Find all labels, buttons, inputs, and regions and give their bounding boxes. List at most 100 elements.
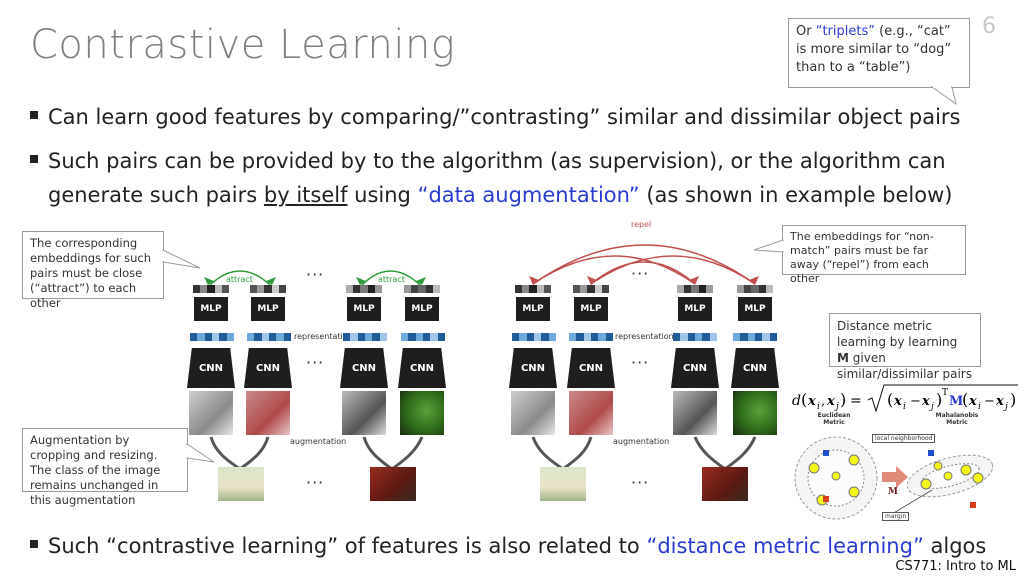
svg-text:j: j bbox=[834, 402, 839, 412]
svg-text:−: − bbox=[910, 394, 921, 409]
representation-label: representation bbox=[615, 332, 674, 341]
embedding-vector bbox=[346, 285, 383, 293]
cnn-block: CNN bbox=[398, 348, 446, 388]
ellipsis: ··· bbox=[306, 473, 325, 492]
svg-text:): ) bbox=[840, 390, 846, 409]
svg-text:): ) bbox=[1010, 390, 1016, 409]
svg-text:(: ( bbox=[962, 390, 968, 409]
attract-label-1: attract bbox=[226, 275, 253, 284]
embedding-vector bbox=[193, 285, 230, 293]
mlp-block: MLP bbox=[678, 297, 712, 321]
augmented-chair-image-gray bbox=[673, 391, 717, 435]
cnn-block: CNN bbox=[509, 348, 557, 388]
cnn-block: CNN bbox=[671, 348, 719, 388]
bullet-2-part2: generate such pairs bbox=[48, 183, 264, 207]
svg-text:d: d bbox=[792, 393, 801, 409]
attract-callout-tail bbox=[162, 249, 201, 269]
augmented-chair-image-green bbox=[733, 391, 777, 435]
embedding-vector bbox=[250, 285, 287, 293]
distance-formula: d ( x i , x j ) = ( x i − x j ) T M ( x … bbox=[792, 383, 1020, 421]
embedding-vector bbox=[515, 285, 552, 293]
bullet-2-line1: Such pairs can be provided by to the alg… bbox=[48, 149, 946, 173]
bullet-2-part3: using bbox=[347, 183, 418, 207]
metric-post: given similar/dissimilar pairs bbox=[837, 351, 973, 381]
cnn-block: CNN bbox=[340, 348, 388, 388]
svg-text:,: , bbox=[821, 394, 825, 409]
augmented-dog-image-gray bbox=[511, 391, 555, 435]
bullet-2-underline: by itself bbox=[263, 183, 348, 207]
mlp-block: MLP bbox=[516, 297, 550, 321]
bullet-2-highlight: “data augmentation” bbox=[417, 183, 640, 207]
slide-number: 6 bbox=[982, 14, 996, 39]
svg-text:x: x bbox=[807, 394, 816, 409]
feature-vector bbox=[190, 333, 234, 341]
svg-text:j: j bbox=[1003, 402, 1008, 412]
slide-title: Contrastive Learning bbox=[30, 22, 456, 68]
ellipsis: ··· bbox=[306, 353, 325, 372]
embedding-vector bbox=[404, 285, 441, 293]
ellipsis: ··· bbox=[631, 353, 650, 372]
svg-text:x: x bbox=[893, 394, 902, 409]
original-chair-image bbox=[370, 467, 416, 501]
triplets-highlight: “triplets” bbox=[815, 24, 875, 39]
bullet-3-part1: Such “contrastive learning” of features … bbox=[48, 534, 647, 558]
cnn-block: CNN bbox=[567, 348, 615, 388]
metric-bold: M bbox=[837, 351, 849, 365]
bullet-1: Can learn good features by comparing/”co… bbox=[30, 100, 961, 134]
augmented-dog-image-red bbox=[569, 391, 613, 435]
bullet-2: Such pairs can be provided by to the alg… bbox=[30, 144, 990, 212]
feature-vector bbox=[247, 333, 291, 341]
attract-label-2: attract bbox=[378, 275, 405, 284]
embedding-vector bbox=[573, 285, 610, 293]
representation-label: representation bbox=[294, 332, 353, 341]
svg-text:x: x bbox=[968, 394, 977, 409]
metric-learning-figure: Euclidean Metric Mahalanobis Metric loca… bbox=[792, 412, 998, 524]
triplets-pre: Or bbox=[796, 24, 816, 39]
feature-vector bbox=[401, 333, 445, 341]
mlp-block: MLP bbox=[738, 297, 772, 321]
repel-label: repel bbox=[631, 220, 652, 229]
augmentation-label: augmentation bbox=[290, 437, 347, 446]
embedding-vector bbox=[677, 285, 714, 293]
ellipsis: ··· bbox=[631, 264, 650, 283]
svg-text:(: ( bbox=[801, 390, 807, 409]
metric-plot: M bbox=[794, 436, 994, 520]
original-chair-image bbox=[702, 467, 748, 501]
mlp-block: MLP bbox=[405, 297, 439, 321]
repel-callout-tail bbox=[753, 239, 784, 253]
mlp-block: MLP bbox=[194, 297, 228, 321]
triplets-post: (e.g., “cat” is more similar to “dog” th… bbox=[796, 24, 952, 75]
cnn-block: CNN bbox=[731, 348, 779, 388]
attract-callout: The corresponding embeddings for such pa… bbox=[22, 231, 164, 310]
bullet-marker bbox=[30, 540, 38, 548]
svg-text:M: M bbox=[949, 394, 963, 409]
feature-vector bbox=[343, 333, 387, 341]
euclidean-label: Euclidean Metric bbox=[817, 412, 851, 426]
local-neighborhood-label: local neighborhood bbox=[872, 434, 936, 443]
mlp-block: MLP bbox=[251, 297, 285, 321]
augmentation-arrows bbox=[531, 436, 757, 471]
bullet-1-text: Can learn good features by comparing/”co… bbox=[48, 105, 961, 129]
augmented-dog-image-gray bbox=[189, 391, 233, 435]
bullet-3: Such “contrastive learning” of features … bbox=[30, 529, 986, 563]
svg-text:j: j bbox=[929, 402, 934, 412]
attract-arcs bbox=[204, 270, 426, 286]
formula-render: d ( x i , x j ) = ( x i − x j ) T M ( x … bbox=[792, 384, 1018, 413]
svg-text:−: − bbox=[984, 394, 995, 409]
repel-callout: The embeddings for “non-match” pairs mus… bbox=[782, 225, 966, 285]
mahalanobis-label: Mahalanobis Metric bbox=[935, 412, 979, 426]
augmented-chair-image-green bbox=[400, 391, 444, 435]
svg-text:(: ( bbox=[887, 390, 893, 409]
feature-vector bbox=[733, 333, 777, 341]
cnn-block: CNN bbox=[187, 348, 235, 388]
svg-text:): ) bbox=[936, 390, 942, 409]
attract-diagram: attract attract ··· MLP MLP MLP MLP repr… bbox=[180, 255, 450, 505]
augmentation-arrows bbox=[209, 436, 424, 471]
augmentation-callout: Augmentation by cropping and resizing. T… bbox=[22, 428, 188, 507]
bullet-2-part4: (as shown in example below) bbox=[639, 183, 953, 207]
svg-text:=: = bbox=[850, 393, 862, 409]
bullet-3-highlight: “distance metric learning” bbox=[646, 534, 924, 558]
svg-text:i: i bbox=[817, 402, 820, 412]
augmented-chair-image-gray bbox=[342, 391, 386, 435]
feature-vector bbox=[673, 333, 717, 341]
